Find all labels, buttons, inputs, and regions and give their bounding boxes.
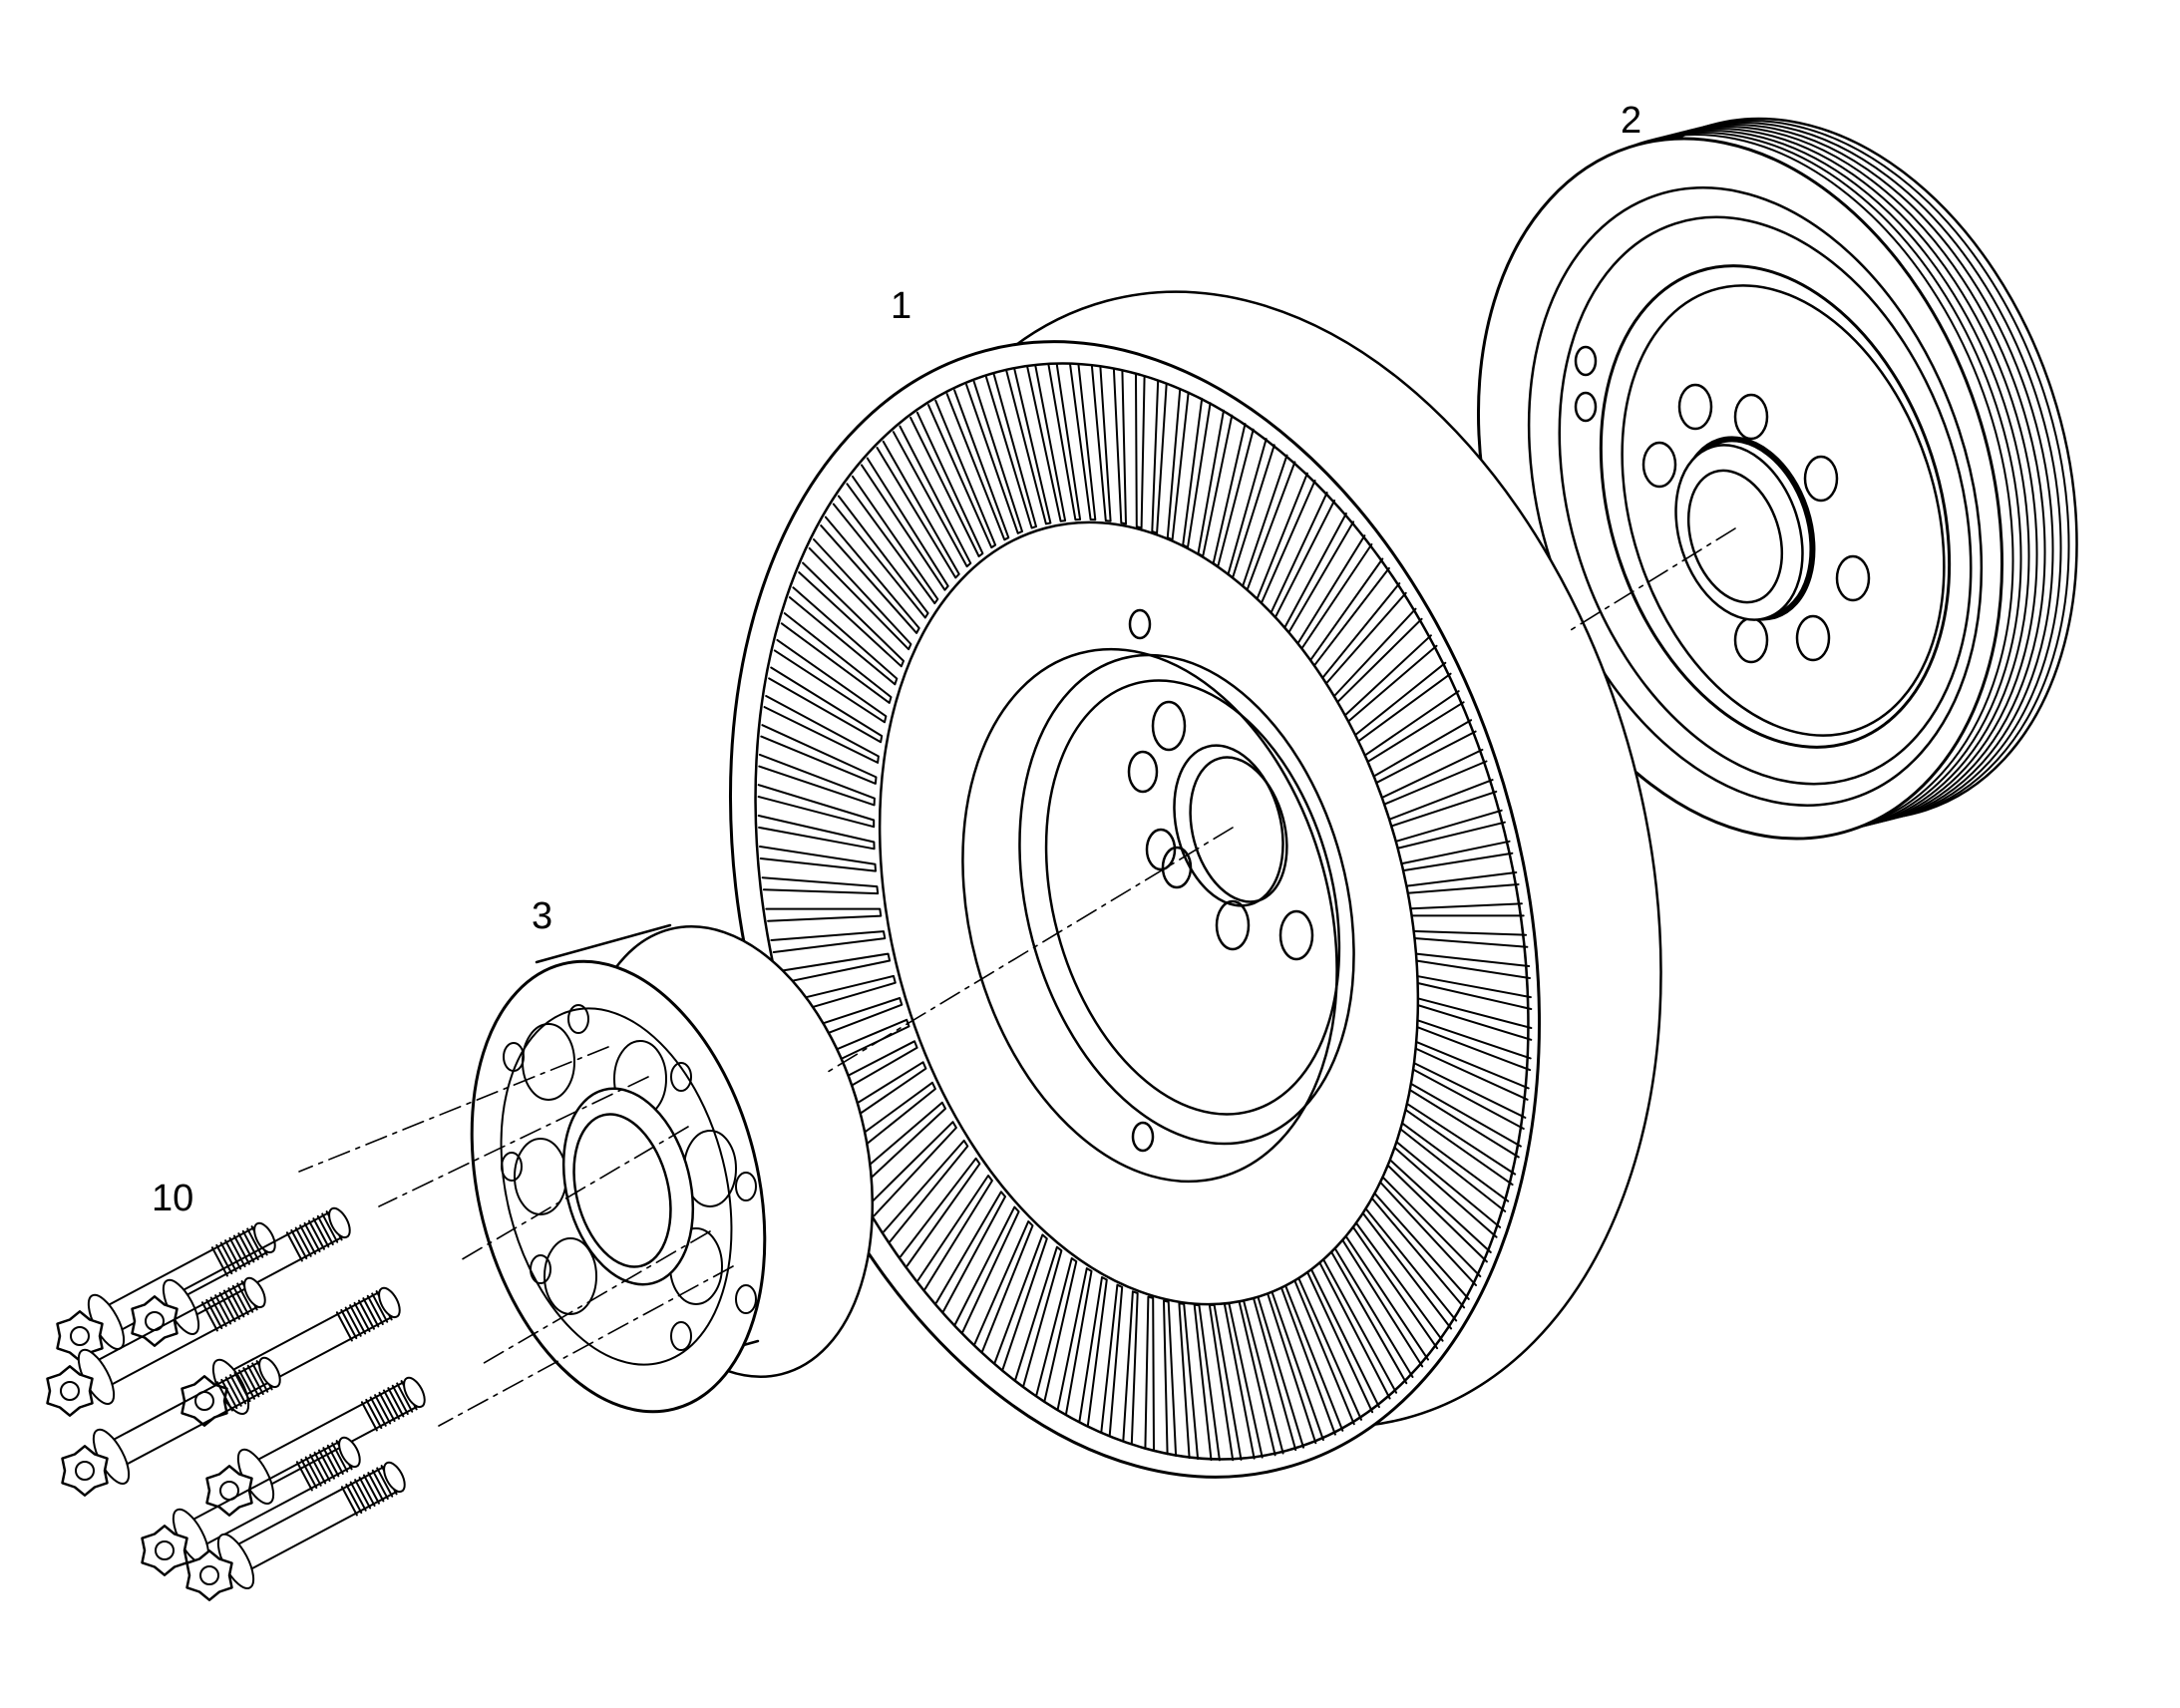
gear-tooth <box>792 997 904 1046</box>
callout-bolts: 10 <box>152 1178 194 1219</box>
assembly-center-lines <box>298 527 1736 1427</box>
gear-tooth <box>1078 1276 1108 1428</box>
flywheel-part-1 <box>728 290 1662 1479</box>
gear-tooth <box>761 876 880 895</box>
gear-tooth <box>757 784 876 829</box>
gear-tooth <box>1090 364 1112 522</box>
gear-tooth <box>900 1157 981 1267</box>
gear-tooth <box>773 638 888 724</box>
gear-tooth <box>776 952 892 985</box>
gear-tooth <box>825 1061 927 1135</box>
bolt <box>46 1276 266 1417</box>
gear-tooth <box>768 666 884 744</box>
gear-tooth <box>852 1101 946 1191</box>
gear-tooth <box>1135 372 1146 529</box>
ring-gear-teeth <box>757 363 1533 1462</box>
gear-tooth <box>1163 1299 1178 1457</box>
gear-tooth <box>993 1233 1048 1371</box>
gear-tooth <box>838 1081 936 1164</box>
bolt <box>61 1356 281 1497</box>
gear-tooth <box>965 380 1023 534</box>
gear-tooth <box>784 974 897 1016</box>
bolt <box>141 1436 361 1576</box>
hub-bolt-holes <box>501 1004 757 1351</box>
bolt <box>131 1206 351 1347</box>
gear-tooth <box>867 1121 957 1217</box>
pulley-bolt-holes <box>1641 383 1871 664</box>
gear-tooth <box>953 1205 1020 1333</box>
gear-tooth <box>861 457 949 591</box>
gear-tooth <box>832 495 929 619</box>
bolt <box>185 1461 406 1601</box>
gear-tooth <box>1069 363 1097 521</box>
callout-flywheel: 1 <box>891 285 912 327</box>
gear-tooth <box>934 1191 1006 1312</box>
gear-tooth <box>883 1139 969 1242</box>
gear-tooth <box>1026 365 1067 522</box>
gear-tooth <box>1100 1283 1124 1438</box>
gear-tooth <box>1112 368 1127 525</box>
gear-tooth <box>916 1175 993 1290</box>
gear-tooth <box>945 389 1010 541</box>
callout-hub: 3 <box>532 895 553 937</box>
gear-tooth <box>760 724 878 785</box>
gear-tooth <box>1005 368 1052 525</box>
bolt <box>181 1286 401 1427</box>
bolt-set-part-10 <box>46 1206 426 1601</box>
gear-tooth <box>1056 1267 1093 1416</box>
gear-tooth <box>892 425 972 568</box>
callout-pulley: 2 <box>1621 100 1642 142</box>
gear-tooth <box>770 930 887 953</box>
gear-tooth <box>1122 1290 1139 1446</box>
hub-part-3 <box>470 923 875 1414</box>
gear-tooth <box>788 586 899 686</box>
gear-tooth <box>909 411 984 557</box>
gear-tooth <box>846 475 939 605</box>
gear-tooth <box>1035 1257 1078 1402</box>
gear-tooth <box>1014 1245 1063 1387</box>
gear-tooth <box>1047 363 1082 521</box>
gear-tooth <box>813 1040 918 1106</box>
gear-tooth <box>973 1220 1034 1353</box>
gear-tooth <box>808 538 912 651</box>
gear-tooth <box>798 561 905 668</box>
gear-tooth <box>927 399 997 549</box>
bolt <box>56 1221 276 1362</box>
gear-tooth <box>757 815 876 851</box>
gear-tooth <box>1151 379 1168 534</box>
gear-tooth <box>780 612 893 704</box>
gear-tooth <box>765 907 883 922</box>
gear-tooth <box>820 515 920 634</box>
gear-tooth <box>876 440 960 579</box>
gear-tooth <box>758 753 876 807</box>
gear-tooth <box>763 695 880 764</box>
gear-tooth <box>985 373 1037 529</box>
gear-tooth <box>1178 1302 1200 1461</box>
gear-tooth <box>759 846 877 872</box>
gear-tooth <box>1144 1295 1155 1453</box>
